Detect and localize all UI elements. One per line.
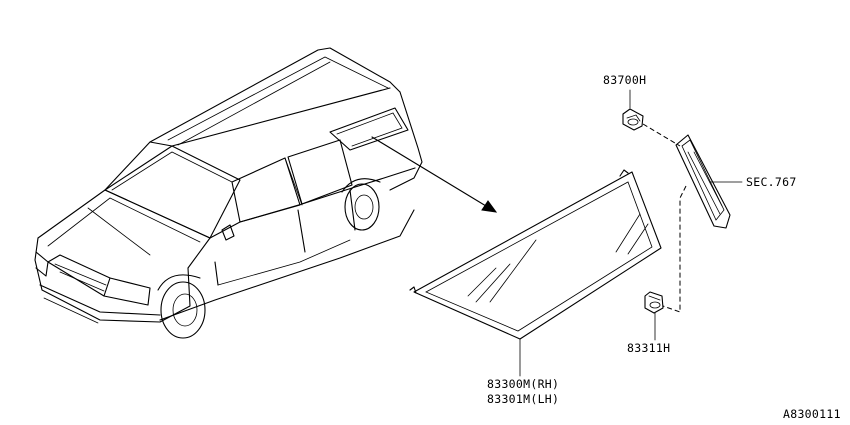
side-moulding-part [675, 134, 743, 229]
section-reference-label: SEC.767 [746, 175, 797, 189]
part-number-glass-lh: 83301M(LH) [487, 392, 559, 406]
assembly-guide-lines [642, 123, 687, 313]
quarter-glass-assembly [409, 169, 662, 340]
part-number-83700h: 83700H [603, 73, 646, 87]
part-number-glass-rh: 83300M(RH) [487, 377, 559, 391]
clip-bottom-83311h [644, 291, 664, 341]
location-arrow [371, 136, 498, 213]
figure-code: A8300111 [783, 407, 841, 421]
part-number-83311h: 83311H [627, 341, 670, 355]
clip-top-83700h [622, 89, 644, 131]
station-wagon-illustration [34, 47, 423, 339]
